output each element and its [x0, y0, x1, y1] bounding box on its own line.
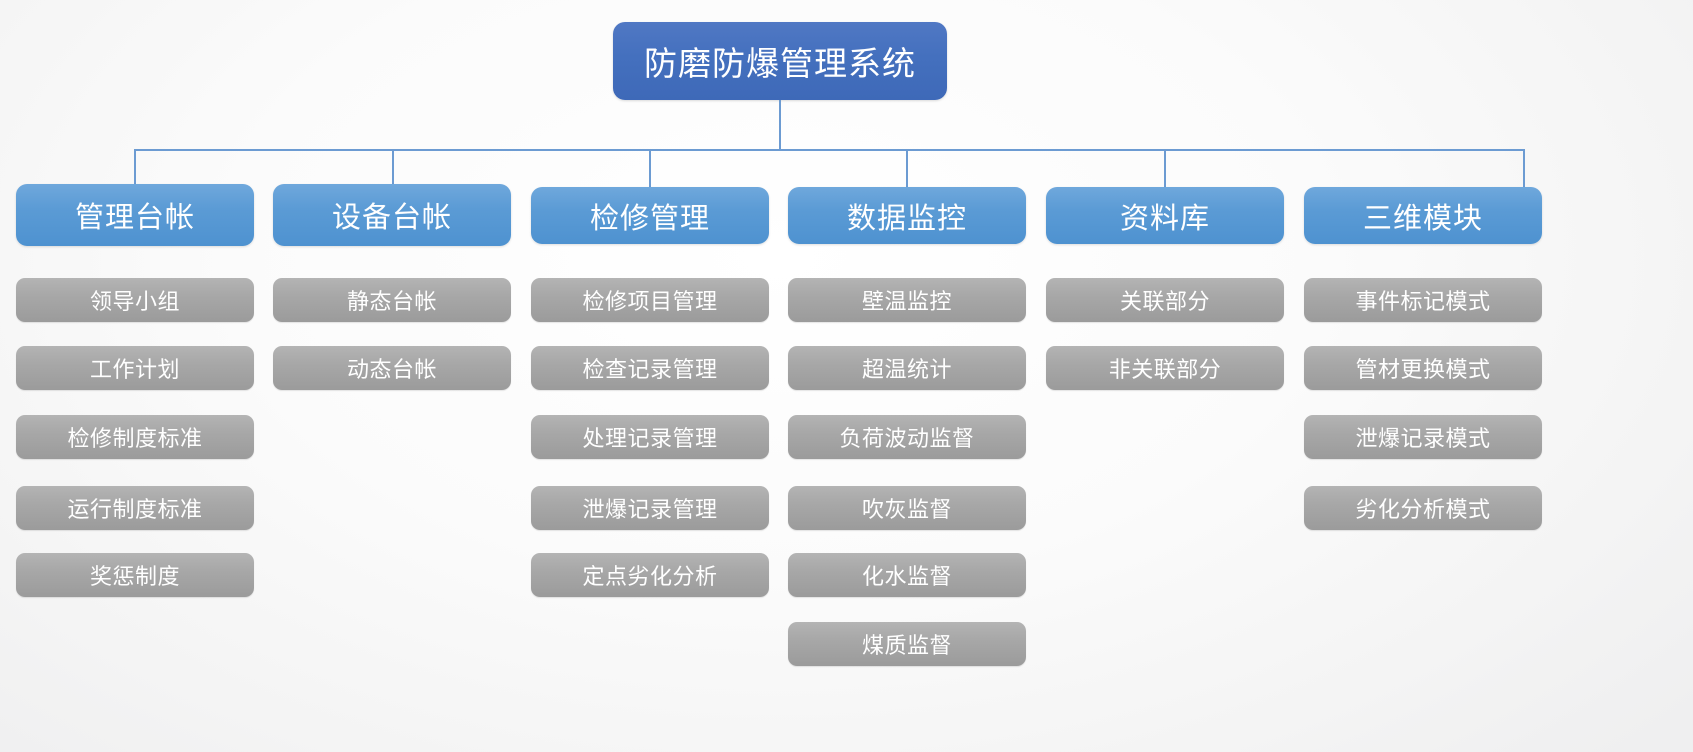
- branch-node-5[interactable]: 资料库: [1046, 187, 1284, 244]
- leaf-node-4-4-label: 吹灰监督: [861, 497, 952, 522]
- leaf-node-3-5[interactable]: 定点劣化分析: [531, 553, 769, 597]
- leaf-node-2-1[interactable]: 静态台帐: [273, 278, 511, 322]
- root-node-label: 防磨防爆管理系统: [644, 45, 916, 82]
- leaf-node-1-3[interactable]: 检修制度标准: [16, 415, 254, 459]
- leaf-node-3-4-label: 泄爆记录管理: [582, 497, 718, 522]
- connector-drop-6: [1523, 149, 1525, 187]
- leaf-node-4-5-label: 化水监督: [861, 564, 952, 589]
- leaf-node-6-3[interactable]: 泄爆记录模式: [1304, 415, 1542, 459]
- leaf-node-2-1-label: 静态台帐: [346, 289, 437, 314]
- leaf-node-4-1-label: 壁温监控: [861, 289, 952, 314]
- leaf-node-6-2[interactable]: 管材更换模式: [1304, 346, 1542, 390]
- leaf-node-4-6[interactable]: 煤质监督: [788, 622, 1026, 666]
- leaf-node-5-2[interactable]: 非关联部分: [1046, 346, 1284, 390]
- leaf-node-1-1-label: 领导小组: [89, 289, 180, 314]
- leaf-node-1-5[interactable]: 奖惩制度: [16, 553, 254, 597]
- branch-node-4-label: 数据监控: [846, 202, 967, 235]
- branch-node-3[interactable]: 检修管理: [531, 187, 769, 244]
- leaf-node-1-2-label: 工作计划: [89, 357, 180, 382]
- branch-node-2[interactable]: 设备台帐: [273, 184, 511, 246]
- leaf-node-1-4-label: 运行制度标准: [67, 497, 203, 522]
- branch-node-5-label: 资料库: [1119, 202, 1210, 235]
- leaf-node-3-2-label: 检查记录管理: [582, 357, 718, 382]
- leaf-node-3-5-label: 定点劣化分析: [582, 564, 718, 589]
- branch-node-2-label: 设备台帐: [331, 202, 452, 234]
- leaf-node-3-1[interactable]: 检修项目管理: [531, 278, 769, 322]
- leaf-node-1-4[interactable]: 运行制度标准: [16, 486, 254, 530]
- branch-node-4[interactable]: 数据监控: [788, 187, 1026, 244]
- connector-drop-1: [134, 149, 136, 185]
- leaf-node-1-1[interactable]: 领导小组: [16, 278, 254, 322]
- branch-node-3-label: 检修管理: [589, 202, 710, 235]
- branch-node-1-label: 管理台帐: [74, 202, 195, 234]
- connector-horizontal-bus: [135, 149, 1525, 151]
- leaf-node-4-2[interactable]: 超温统计: [788, 346, 1026, 390]
- connector-drop-2: [392, 149, 394, 185]
- leaf-node-4-6-label: 煤质监督: [861, 633, 952, 658]
- leaf-node-6-1-label: 事件标记模式: [1355, 289, 1491, 314]
- leaf-node-5-1[interactable]: 关联部分: [1046, 278, 1284, 322]
- leaf-node-1-2[interactable]: 工作计划: [16, 346, 254, 390]
- leaf-node-2-2-label: 动态台帐: [346, 357, 437, 382]
- connector-root-stem: [779, 100, 781, 150]
- leaf-node-3-3[interactable]: 处理记录管理: [531, 415, 769, 459]
- leaf-node-6-4-label: 劣化分析模式: [1355, 497, 1491, 522]
- connector-drop-4: [906, 149, 908, 187]
- leaf-node-6-4[interactable]: 劣化分析模式: [1304, 486, 1542, 530]
- leaf-node-4-1[interactable]: 壁温监控: [788, 278, 1026, 322]
- leaf-node-6-1[interactable]: 事件标记模式: [1304, 278, 1542, 322]
- leaf-node-5-1-label: 关联部分: [1119, 289, 1210, 314]
- connector-drop-5: [1164, 149, 1166, 187]
- leaf-node-4-5[interactable]: 化水监督: [788, 553, 1026, 597]
- leaf-node-3-4[interactable]: 泄爆记录管理: [531, 486, 769, 530]
- leaf-node-1-5-label: 奖惩制度: [89, 564, 180, 589]
- leaf-node-4-3[interactable]: 负荷波动监督: [788, 415, 1026, 459]
- branch-node-6[interactable]: 三维模块: [1304, 187, 1542, 244]
- leaf-node-2-2[interactable]: 动态台帐: [273, 346, 511, 390]
- leaf-node-3-2[interactable]: 检查记录管理: [531, 346, 769, 390]
- leaf-node-1-3-label: 检修制度标准: [67, 426, 203, 451]
- connector-drop-3: [649, 149, 651, 187]
- leaf-node-4-3-label: 负荷波动监督: [839, 426, 975, 451]
- root-node[interactable]: 防磨防爆管理系统: [613, 22, 947, 100]
- leaf-node-3-1-label: 检修项目管理: [582, 289, 718, 314]
- leaf-node-6-2-label: 管材更换模式: [1355, 357, 1491, 382]
- branch-node-1[interactable]: 管理台帐: [16, 184, 254, 246]
- branch-node-6-label: 三维模块: [1362, 202, 1483, 235]
- leaf-node-4-4[interactable]: 吹灰监督: [788, 486, 1026, 530]
- leaf-node-6-3-label: 泄爆记录模式: [1355, 426, 1491, 451]
- leaf-node-5-2-label: 非关联部分: [1108, 357, 1222, 382]
- leaf-node-4-2-label: 超温统计: [861, 357, 952, 382]
- leaf-node-3-3-label: 处理记录管理: [582, 426, 718, 451]
